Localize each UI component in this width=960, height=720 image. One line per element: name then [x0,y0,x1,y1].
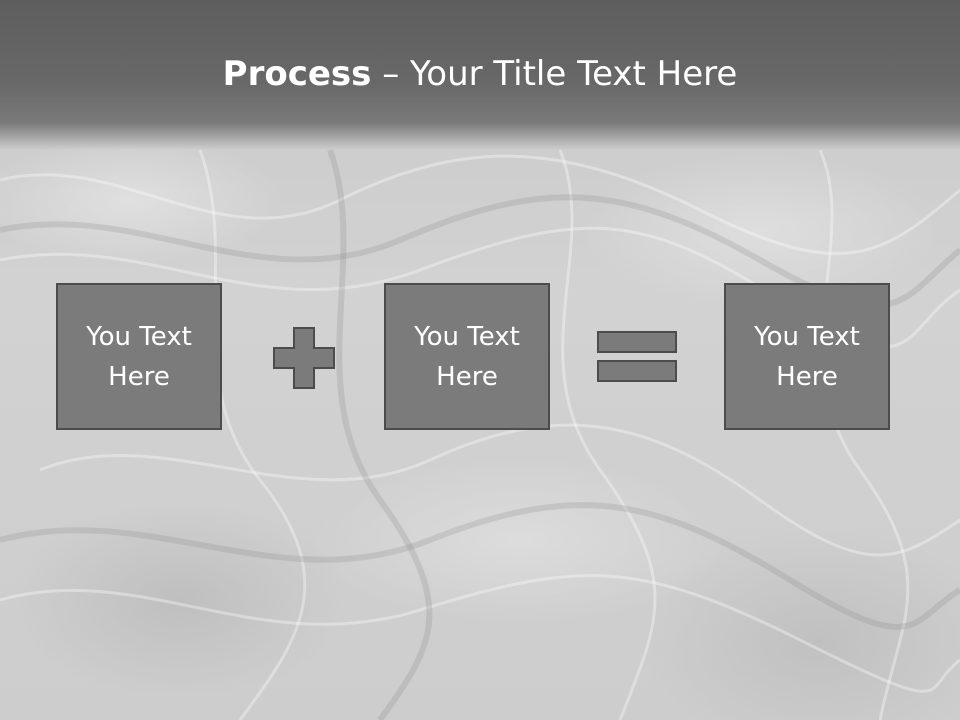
slide-title: Process – Your Title Text Here [0,52,960,96]
process-step-3[interactable]: You Text Here [724,283,890,430]
step-3-text: You Text Here [754,321,860,392]
title-text: Your Title Text Here [410,54,738,94]
equals-icon [597,331,677,382]
step-2-text: You Text Here [414,321,520,392]
process-step-2[interactable]: You Text Here [384,283,550,430]
title-separator: – [371,54,411,94]
plus-icon [273,327,335,389]
title-bar: Process – Your Title Text Here [0,0,960,150]
step-1-text: You Text Here [86,321,192,392]
process-step-1[interactable]: You Text Here [56,283,222,430]
title-bold: Process [222,54,372,94]
